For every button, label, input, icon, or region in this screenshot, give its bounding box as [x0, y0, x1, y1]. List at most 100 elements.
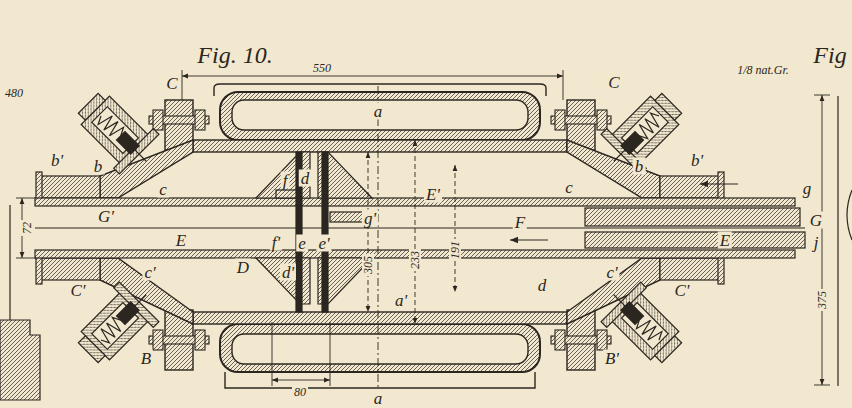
jacket [225, 372, 535, 388]
part-letter: C [606, 74, 621, 91]
part-letter: b [633, 158, 646, 175]
dimension-lines [16, 70, 830, 398]
valve-housings [622, 303, 669, 350]
partial-right-figure [847, 190, 852, 240]
dimension-lines [182, 76, 563, 77]
valve-housings [114, 282, 159, 327]
part-letter: g' [362, 210, 378, 227]
part-letter: D [235, 259, 251, 276]
part-letter: E [718, 232, 732, 249]
piston [322, 152, 328, 312]
casing [100, 100, 660, 370]
valve-housings [614, 295, 625, 306]
dimension-label: 375 [816, 289, 828, 311]
tube-assembly [660, 258, 720, 280]
part-letter: C' [673, 282, 692, 299]
dimension-label: 233 [409, 249, 421, 271]
dimension-label: 72 [21, 220, 33, 236]
jacket [220, 92, 540, 140]
flow-arrows [510, 239, 548, 240]
part-letter: B' [603, 350, 621, 367]
dimension-lines [415, 140, 416, 324]
valve-housings [614, 150, 625, 161]
part-letter: G [808, 212, 824, 229]
dimension-lines [16, 258, 36, 259]
dimension-lines [822, 95, 823, 385]
part-letter: c [563, 179, 575, 196]
partial-right-figure [837, 96, 838, 386]
dimension-label: 191 [449, 239, 461, 261]
part-letter: F [513, 214, 527, 231]
valve-housings [594, 275, 692, 373]
dimension-label: 550 [311, 62, 333, 74]
casing [193, 140, 567, 152]
part-letter: e [296, 235, 308, 252]
jacket [214, 84, 546, 388]
tube-assembly [35, 227, 805, 228]
part-letter: E' [424, 186, 442, 203]
jacket [220, 324, 540, 372]
valve-housings [92, 303, 139, 350]
part-letter: j [812, 234, 821, 251]
tube-assembly [35, 172, 805, 284]
part-letter: g [801, 180, 814, 197]
jacket [232, 334, 528, 364]
part-letter: d' [280, 264, 296, 281]
part-letter: c' [142, 264, 157, 281]
partial-right-figure [838, 96, 852, 386]
dimension-lines [378, 86, 379, 398]
tube-assembly [585, 232, 805, 248]
valve-housings [594, 83, 692, 181]
valve-housings [135, 150, 146, 161]
dimension-lines [814, 385, 830, 386]
jacket [232, 100, 528, 130]
scale-note: 1/8 nat.Gr. [735, 64, 791, 76]
part-letter: b [92, 158, 105, 175]
part-letter: B [139, 350, 153, 367]
part-letter: d [536, 277, 549, 294]
bolts [551, 330, 611, 350]
part-letter: E [174, 232, 188, 249]
dimension-label: 80 [292, 386, 308, 398]
piston [276, 190, 296, 198]
bolts [555, 110, 565, 130]
bolts [555, 330, 565, 350]
bolts [149, 330, 209, 350]
part-letter: C' [69, 282, 88, 299]
dimension-lines [368, 152, 369, 312]
figure-heading: Fig [811, 43, 848, 67]
part-letter: d [299, 170, 312, 187]
bolts [195, 110, 205, 130]
part-letter: C [164, 75, 179, 92]
bolts [597, 110, 607, 130]
figure-heading: Fig. 10. [195, 43, 274, 67]
tube-assembly [585, 208, 800, 226]
part-letter: a [372, 103, 385, 120]
piston [256, 152, 372, 312]
bolts [597, 330, 607, 350]
valve-housings [92, 107, 139, 154]
part-letter: G' [96, 208, 116, 225]
dimension-lines [16, 198, 36, 199]
partial-left-figure [9, 205, 10, 320]
flow-arrows [510, 184, 738, 240]
part-letter: f' [270, 234, 282, 251]
valve-housings [135, 295, 146, 306]
dimension-lines [455, 165, 456, 292]
bolts [153, 330, 163, 350]
part-letter: b' [49, 152, 65, 169]
part-letter: c [157, 181, 169, 198]
dimension-lines [272, 380, 330, 381]
valve-housings [601, 129, 646, 174]
bolts [153, 110, 163, 130]
valve-housings [68, 275, 166, 373]
dimension-label: 480 [3, 87, 25, 99]
bolts [149, 110, 611, 350]
casing [193, 312, 567, 324]
partial-left-figure [0, 205, 40, 400]
dimension-label: 305 [362, 254, 374, 276]
valve-housings [601, 282, 646, 327]
dimension-lines [563, 70, 564, 100]
